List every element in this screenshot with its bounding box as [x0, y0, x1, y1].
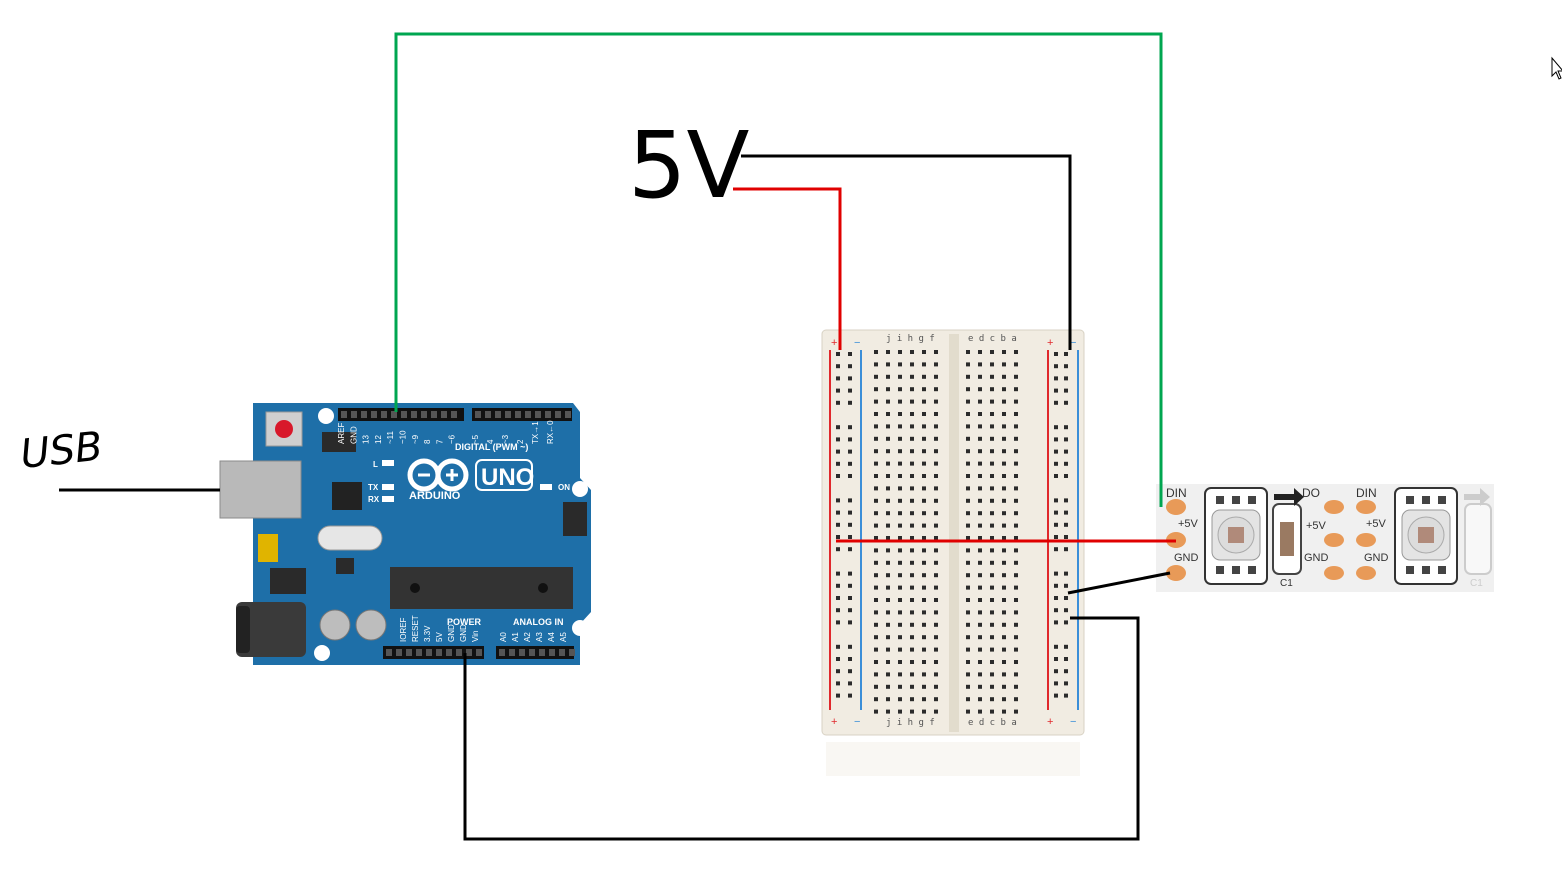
top-pin-label: 8 — [423, 439, 432, 444]
bb-left-col-labels-bottom: j i h g f — [886, 718, 935, 728]
breadboard-holes — [836, 350, 1068, 714]
bottom-pin-label: GND — [459, 624, 468, 642]
bottom-pin-label: 5V — [435, 632, 444, 642]
strip-gnd-label-1: GND — [1174, 552, 1199, 564]
bb-minus-bottom-left: − — [854, 716, 860, 728]
led-strip: DIN +5V GND DO DIN +5V +5V GND GND C1 C1 — [1156, 484, 1494, 592]
arduino-logo — [407, 458, 469, 492]
bb-minus-bottom-right: − — [1070, 716, 1076, 728]
arduino-brand: ARDUINO — [409, 490, 461, 502]
bottom-pin-label: A0 — [499, 632, 508, 642]
top-pin-label: 12 — [374, 435, 383, 444]
led-chip-2 — [1394, 487, 1458, 585]
led-l-label: L — [373, 460, 378, 469]
led-rx-label: RX — [368, 495, 380, 504]
power-supply-label: 5V — [628, 112, 750, 219]
top-pin-label: TX→1 — [531, 421, 540, 444]
top-pin-label: 2 — [516, 439, 525, 444]
strip-cap-label: C1 — [1280, 578, 1293, 589]
header-pin-sockets — [341, 411, 575, 656]
data-wire — [394, 32, 1163, 507]
bottom-pin-label: A2 — [523, 632, 532, 642]
strip-cap-label-faded: C1 — [1470, 578, 1483, 589]
top-pin-label: 7 — [435, 439, 444, 444]
strip-pads — [1166, 499, 1376, 581]
arduino-model: UNO — [481, 464, 534, 491]
top-pin-label: GND — [349, 426, 358, 444]
power-header-label: POWER — [447, 617, 482, 627]
bottom-pin-label: RESET — [411, 615, 420, 642]
supply-gnd-wire — [741, 154, 1072, 350]
top-pin-label: AREF — [337, 423, 346, 444]
bottom-pin-label: A5 — [559, 632, 568, 642]
arduino-gnd-wire — [463, 616, 1140, 841]
bb-plus-bottom-right: + — [1047, 716, 1053, 728]
dc-barrel-jack — [236, 602, 306, 657]
bb-plus-top-left: + — [831, 337, 837, 349]
bb-left-col-labels: j i h g f — [886, 334, 935, 344]
strip-gnd-wire — [1067, 571, 1171, 595]
top-pin-label: ~10 — [399, 430, 408, 444]
usb-label: USB — [18, 424, 104, 478]
bottom-pin-label: 3.3V — [423, 625, 432, 642]
bottom-pin-label: A1 — [511, 632, 520, 642]
led-chip-1 — [1204, 487, 1268, 585]
bb-plus-bottom-left: + — [831, 716, 837, 728]
top-pin-label: ~11 — [386, 430, 395, 444]
strip-gnd-label-2: GND — [1304, 552, 1329, 564]
digital-header-label: DIGITAL (PWM ~) — [455, 442, 528, 452]
top-pin-label: 13 — [362, 435, 371, 444]
bb-minus-top-right: − — [1070, 337, 1076, 349]
bottom-pin-label: A3 — [535, 632, 544, 642]
bottom-pin-label: GND — [447, 624, 456, 642]
bb-minus-top-left: − — [854, 337, 860, 349]
bottom-pin-label: IOREF — [399, 617, 408, 642]
strip-5v-label-1: +5V — [1178, 518, 1199, 530]
bottom-pin-label: Vin — [471, 631, 480, 642]
top-pin-label: 4 — [486, 439, 495, 444]
top-pin-label: ~5 — [471, 434, 480, 444]
bb-right-col-labels-bottom: e d c b a — [968, 718, 1017, 728]
analog-header-label: ANALOG IN — [513, 617, 564, 627]
led-tx-label: TX — [368, 483, 379, 492]
bb-plus-top-right: + — [1047, 337, 1053, 349]
strip-5v-label-2: +5V — [1306, 520, 1327, 532]
strip-din-label-2: DIN — [1356, 486, 1377, 500]
strip-5v-label-3: +5V — [1366, 518, 1387, 530]
strip-gnd-label-3: GND — [1364, 552, 1389, 564]
capacitor-c1 — [1272, 503, 1302, 575]
top-pin-label: ~9 — [411, 434, 420, 444]
supply-5v-wire — [733, 187, 842, 350]
bottom-pin-label: A4 — [547, 632, 556, 642]
usb-jack — [219, 460, 302, 519]
breadboard: j i h g f e d c b a j i h g f e d c b a … — [821, 329, 1085, 776]
top-pin-label: RX←0 — [546, 420, 555, 444]
faded-arrow-icon — [1464, 488, 1490, 506]
bb-right-col-labels: e d c b a — [968, 334, 1017, 344]
mouse-cursor-icon — [1551, 56, 1562, 80]
strip-din-label-1: DIN — [1166, 486, 1187, 500]
strip-do-label: DO — [1302, 486, 1320, 500]
top-pin-label: ~6 — [448, 434, 457, 444]
top-pin-label: ~3 — [501, 434, 510, 444]
led-on-label: ON — [558, 483, 570, 492]
data-direction-arrow-icon — [1274, 488, 1304, 506]
